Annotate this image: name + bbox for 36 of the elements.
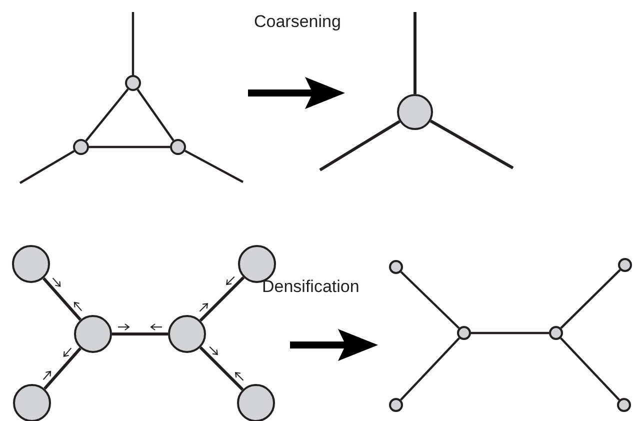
node-circle — [13, 384, 51, 421]
node-circle — [168, 315, 206, 353]
connector-line — [560, 337, 620, 401]
connector-line — [19, 150, 75, 184]
connector-line — [400, 271, 460, 329]
connector-line — [430, 120, 514, 170]
node-circle — [389, 398, 403, 412]
connector-line — [112, 332, 168, 336]
node-circle — [12, 245, 50, 283]
connector-line — [85, 88, 129, 142]
node-circle — [457, 326, 471, 340]
connector-line — [560, 269, 621, 329]
node-circle — [170, 139, 186, 155]
process-label: Densification — [262, 277, 360, 297]
connector-line — [414, 12, 416, 94]
connector-line — [184, 150, 244, 183]
connector-line — [136, 88, 174, 142]
connector-line — [132, 12, 134, 75]
node-circle — [73, 139, 89, 155]
connector-line — [400, 337, 460, 401]
node-circle — [74, 315, 112, 353]
node-circle — [389, 260, 403, 274]
node-circle — [617, 398, 631, 412]
connector-line — [89, 146, 170, 148]
connector-line — [471, 332, 549, 334]
node-circle — [618, 258, 632, 272]
connector-line — [319, 120, 400, 172]
node-circle — [397, 94, 433, 130]
connector-line — [42, 277, 82, 321]
process-label: Coarsening — [254, 12, 341, 32]
node-circle — [125, 75, 141, 91]
connector-line — [43, 347, 82, 390]
connector-line — [199, 346, 244, 391]
connector-line — [199, 276, 245, 322]
node-circle — [549, 326, 563, 340]
node-circle — [237, 384, 275, 421]
